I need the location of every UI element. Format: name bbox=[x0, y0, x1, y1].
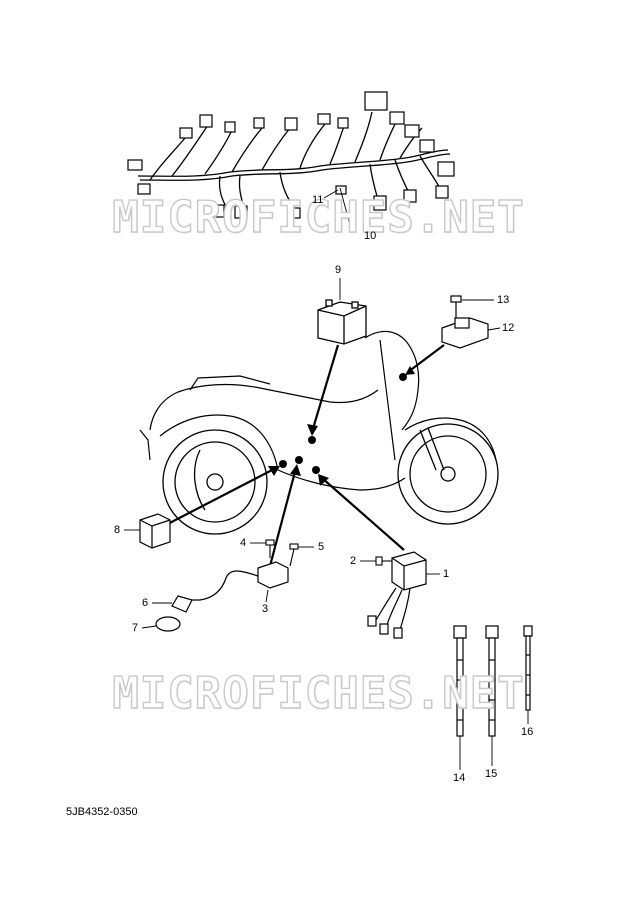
harness-leaders bbox=[323, 187, 353, 233]
leader-7 bbox=[141, 625, 157, 629]
mounting-points bbox=[279, 373, 407, 474]
callout-4: 4 bbox=[240, 537, 247, 549]
callout-14: 14 bbox=[453, 772, 466, 784]
front-wheel bbox=[397, 423, 499, 525]
callout-9: 9 bbox=[335, 264, 342, 276]
callout-10: 10 bbox=[364, 230, 377, 242]
callout-13: 13 bbox=[497, 294, 510, 306]
tie-leaders bbox=[459, 710, 529, 770]
cdi-unit bbox=[367, 551, 427, 639]
callout-6: 6 bbox=[142, 597, 149, 609]
callout-1: 1 bbox=[443, 568, 450, 580]
cable-tie-16 bbox=[523, 625, 533, 711]
diagram-code: 5JB4352-0350 bbox=[66, 806, 138, 818]
callout-3: 3 bbox=[262, 603, 269, 615]
location-arrows bbox=[159, 344, 445, 567]
callout-5: 5 bbox=[318, 541, 325, 553]
callout-12: 12 bbox=[502, 322, 515, 334]
callout-7: 7 bbox=[132, 622, 139, 634]
bolts-4-5 bbox=[265, 539, 299, 567]
callout-2: 2 bbox=[350, 555, 357, 567]
cable-tie-15 bbox=[485, 625, 499, 737]
arrow-heads bbox=[268, 366, 415, 486]
battery bbox=[317, 299, 367, 345]
bolt-2 bbox=[375, 556, 392, 566]
relay-8 bbox=[139, 513, 171, 549]
callout-16: 16 bbox=[521, 726, 534, 738]
leader-12 bbox=[487, 327, 501, 331]
harness-connectors bbox=[127, 91, 455, 219]
callout-15: 15 bbox=[485, 768, 498, 780]
bolt-13 bbox=[450, 295, 462, 318]
callout-8: 8 bbox=[114, 524, 121, 536]
callout-11: 11 bbox=[312, 194, 324, 206]
ignition-coil bbox=[155, 561, 289, 632]
relay-bracket bbox=[441, 317, 489, 349]
cable-tie-14 bbox=[453, 625, 467, 737]
scooter-outline bbox=[139, 330, 497, 491]
leader-3 bbox=[265, 589, 269, 603]
